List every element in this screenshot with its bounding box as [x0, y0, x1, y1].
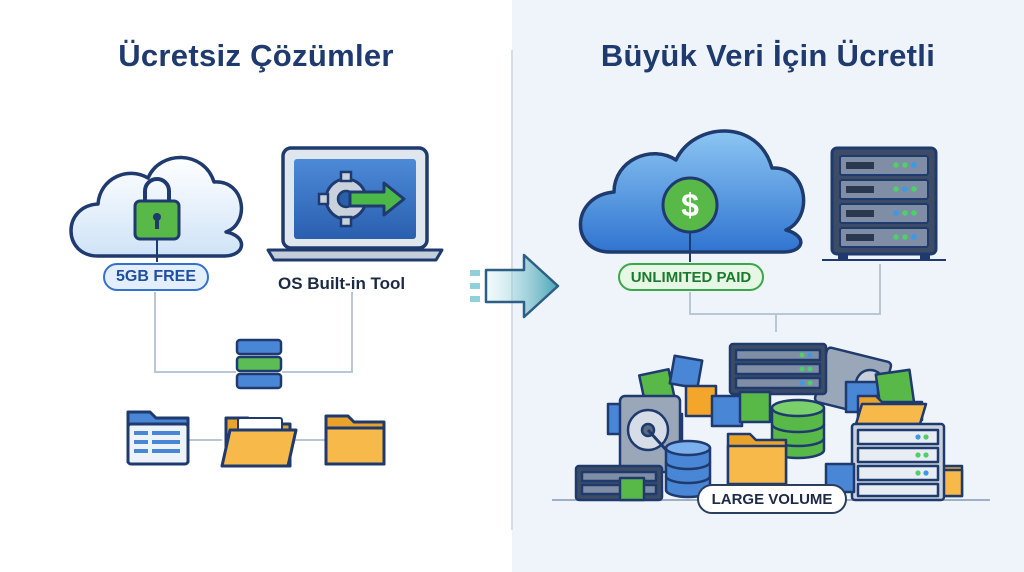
cloud-dollar-icon: $	[578, 129, 806, 262]
free-solutions-panel	[0, 0, 512, 572]
folder-open-icon	[220, 416, 298, 468]
arrow-right-icon	[470, 253, 560, 319]
free-storage-badge: 5GB FREE	[103, 263, 209, 291]
unlimited-paid-badge: UNLIMITED PAID	[618, 263, 764, 291]
laptop-gear-arrow-icon	[266, 146, 444, 262]
dollar-symbol: $	[681, 187, 699, 223]
folder-icon	[324, 414, 386, 466]
database-stack-icon	[235, 338, 283, 390]
server-rack-icon	[822, 146, 946, 261]
right-connectors	[689, 264, 881, 332]
storage-pile-icon	[552, 342, 990, 502]
os-tool-label: OS Built-in Tool	[278, 274, 406, 293]
folder-list-icon	[126, 410, 190, 466]
free-solutions-title: Ücretsiz Çözümler	[118, 38, 394, 73]
left-connectors	[154, 292, 353, 441]
cloud-lock-icon	[69, 155, 244, 262]
paid-solutions-title: Büyük Veri İçin Ücretli	[600, 38, 936, 73]
large-volume-badge: LARGE VOLUME	[697, 484, 847, 514]
